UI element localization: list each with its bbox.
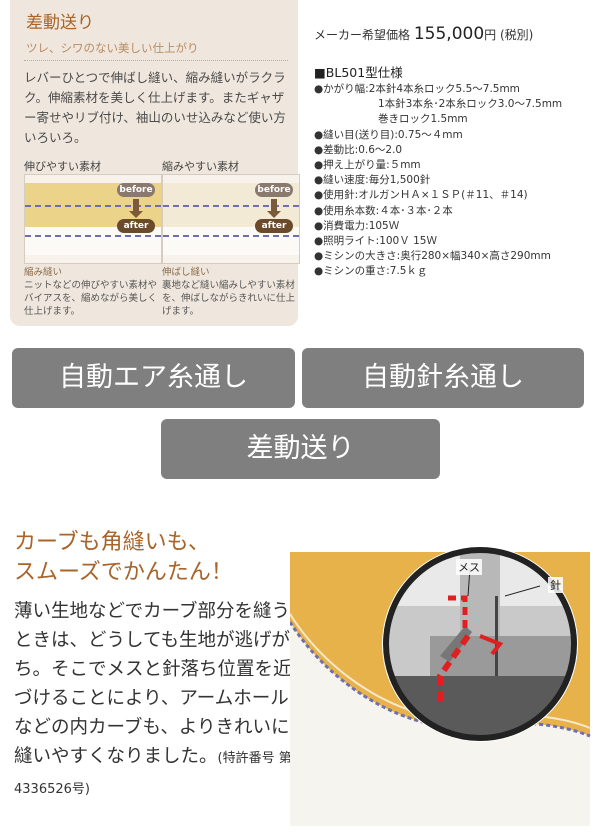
before-tag: before: [117, 183, 155, 197]
headline-line-2: スムーズでかんたん！: [14, 560, 233, 585]
after-tag: after: [255, 219, 293, 233]
headline-line-1: カーブも角縫いも、: [14, 530, 211, 555]
caption-text: ニットなどの伸びやすい素材やバイアスを、縮めながら美しく仕上げます。: [24, 280, 158, 317]
sample-caption-stretchy: 縮み縫い ニットなどの伸びやすい素材やバイアスを、縮めながら美しく仕上げます。: [24, 266, 162, 318]
spec-item: ●消費電力:105Ｗ: [314, 219, 400, 232]
curve-body-text: 薄い生地などでカーブ部分を縫うときは、どうしても生地が逃げがち。そこでメスと針落…: [14, 601, 292, 767]
sample-image-shrinky: before after: [162, 174, 300, 264]
spec-item: ●縫い速度:毎分1,500針: [314, 174, 431, 187]
differential-feed-panel: 差動送り ツレ、シワのない美しい仕上がり レバーひとつで伸ばし縫い、縮み縫いがラ…: [10, 0, 300, 326]
before-tag: before: [255, 183, 293, 197]
sample-label-shrinky: 縮みやすい素材: [162, 160, 239, 173]
feature-differential-feed: 差動送り: [161, 419, 440, 479]
feature-air-threading: 自動エア糸通し: [12, 348, 295, 408]
spec-item: ●縫い目(送り目):0.75～４mm: [314, 128, 463, 141]
patent-number: (特許番号 第4336526号): [14, 751, 292, 797]
stitch-line: [25, 205, 161, 207]
spec-item: ●使用針:オルガンＨＡ×１ＳＰ(＃11、＃14): [314, 189, 528, 202]
sample-label-stretchy: 伸びやすい素材: [24, 160, 101, 173]
needle-label: 針: [548, 577, 563, 593]
spec-item: ●かがり幅:2本針4本糸ロック5.5～7.5mm: [314, 83, 520, 95]
price-tax: (税別): [500, 28, 534, 42]
panel-description: レバーひとつで伸ばし縫い、縮み縫いがラクラク。伸縮素材を美しく仕上げます。またギ…: [24, 70, 286, 145]
spec-title: ■BL501型仕様: [314, 65, 403, 80]
after-tag: after: [117, 219, 155, 233]
caption-title: 縮み縫い: [24, 267, 63, 278]
price-unit: 円: [484, 28, 497, 42]
curve-body: 薄い生地などでカーブ部分を縫うときは、どうしても生地が逃げがち。そこでメスと針落…: [14, 597, 296, 804]
curve-headline: カーブも角縫いも、 スムーズでかんたん！: [14, 528, 233, 588]
spec-item: 巻きロック1.5mm: [378, 113, 468, 126]
price-amount: 155,000: [413, 24, 485, 44]
caption-title: 伸ばし縫い: [162, 267, 210, 278]
sample-caption-shrinky: 伸ばし縫い 裏地など縫い縮みしやすい素材を、伸ばしながらきれいに仕上げます。: [162, 266, 300, 318]
needle-pointer: [504, 585, 541, 597]
price-line: メーカー希望価格 155,000円 (税別): [314, 24, 533, 44]
panel-divider: [24, 60, 288, 61]
knife-label: メス: [456, 559, 482, 575]
panel-title: 差動送り: [26, 13, 94, 33]
spec-item: ●押え上がり量:５mm: [314, 159, 421, 172]
magnifier-ring: [383, 547, 577, 741]
caption-text: 裏地など縫い縮みしやすい素材を、伸ばしながらきれいに仕上げます。: [162, 280, 296, 317]
arrow-down-icon: [129, 199, 143, 218]
spec-item: ●照明ライト:100Ｖ 15Ｗ: [314, 235, 437, 248]
stitch-line: [163, 235, 299, 237]
price-label: メーカー希望価格: [314, 28, 411, 42]
stitch-line: [163, 205, 299, 207]
sample-image-stretchy: before after: [24, 174, 162, 264]
stitch-line: [25, 235, 161, 237]
panel-subtitle: ツレ、シワのない美しい仕上がり: [26, 41, 199, 55]
spec-item: ●ミシンの重さ:7.5ｋｇ: [314, 265, 428, 278]
spec-item: ●差動比:0.6～2.0: [314, 143, 403, 156]
fabric-white: [290, 622, 590, 826]
feature-needle-threading: 自動針糸通し: [302, 348, 584, 408]
spec-item: 1本針3本糸･2本糸ロック3.0～7.5mm: [378, 98, 563, 111]
spec-item: ●ミシンの大きさ:奥行280×幅340×高さ290mm: [314, 250, 551, 263]
spec-item: ●使用糸本数:４本･３本･２本: [314, 204, 453, 217]
arrow-down-icon: [267, 199, 281, 218]
spec-list: ●かがり幅:2本針4本糸ロック5.5～7.5mm 1本針3本糸･2本糸ロック3.…: [314, 82, 594, 280]
